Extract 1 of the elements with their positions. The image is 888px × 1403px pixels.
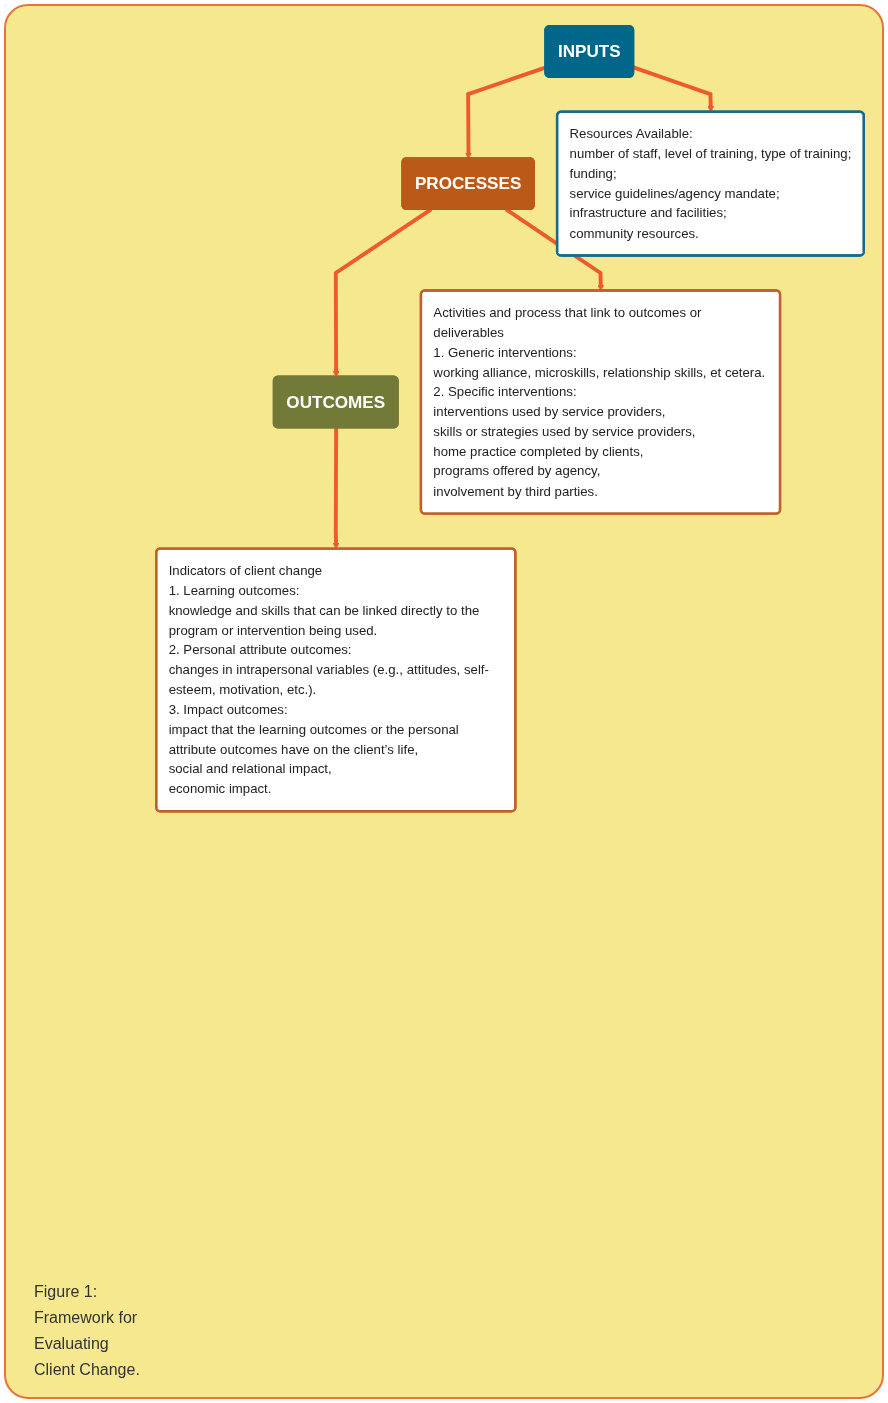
figure-caption: Figure 1: Framework for Evaluating Client Change. xyxy=(34,1282,141,1380)
